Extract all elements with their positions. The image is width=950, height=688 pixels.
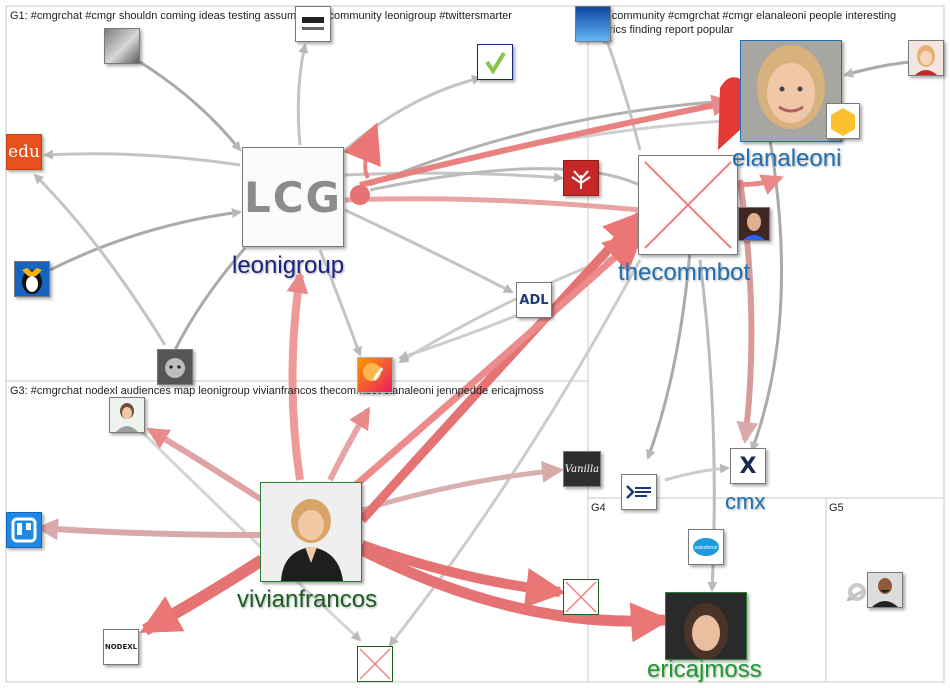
label-leonigroup: leonigroup xyxy=(232,252,345,279)
node-g3-woman[interactable] xyxy=(109,397,145,433)
loop-dot xyxy=(848,583,866,601)
node-vanilla[interactable]: Vanilla xyxy=(563,451,601,487)
broken-image-icon xyxy=(565,581,597,613)
node-adl[interactable]: ADL xyxy=(516,282,552,318)
node-nodexl[interactable]: NODEXL xyxy=(103,629,139,665)
cat-icon xyxy=(165,358,185,378)
vanilla-logo: Vanilla xyxy=(564,463,600,475)
group-label-g2: G2: community #cmgrchat #cmgr elanaleoni… xyxy=(591,10,897,36)
edu-logo: edu xyxy=(8,142,40,162)
avatar-g5-man-icon xyxy=(872,578,898,607)
conference-logo-icon xyxy=(626,485,651,499)
label-ericajmoss: ericajmoss xyxy=(647,656,762,683)
node-cat-avatar[interactable] xyxy=(157,349,193,385)
node-penguin[interactable] xyxy=(14,261,50,297)
group-label-g3: G3: #cmgrchat nodexl audiences map leoni… xyxy=(10,385,544,397)
group-label-g1: G1: #cmgrchat #cmgr shouldn coming ideas… xyxy=(10,10,512,22)
check-logo-icon xyxy=(485,51,506,75)
penguin-icon xyxy=(22,268,42,294)
self-loop-marker xyxy=(718,77,745,150)
broken-image-icon xyxy=(359,648,391,680)
node-broken-image-2[interactable] xyxy=(563,579,599,615)
avatar-person-icon xyxy=(743,213,765,240)
node-blue-gradient[interactable] xyxy=(575,6,611,42)
broken-image-icon xyxy=(644,161,732,249)
label-cmx: cmx xyxy=(725,489,766,514)
salesforce-cloud-icon: salesforce xyxy=(693,538,719,556)
avatar-ericajmoss xyxy=(666,593,746,659)
label-thecommbot: thecommbot xyxy=(618,259,751,286)
institute-logo xyxy=(302,17,324,30)
tree-icon xyxy=(571,170,591,189)
node-tree-logo[interactable] xyxy=(563,160,599,196)
node-elanaleoni[interactable] xyxy=(740,40,842,142)
avatar-elanaleoni xyxy=(741,41,841,141)
trello-icon xyxy=(11,517,37,543)
node-g5-man[interactable] xyxy=(867,572,903,608)
salesforce-text: salesforce xyxy=(695,545,718,551)
node-person-photo[interactable] xyxy=(738,207,770,241)
adl-logo: ADL xyxy=(519,292,549,308)
node-policy-institute[interactable] xyxy=(295,6,331,42)
avatar-g3-woman-icon xyxy=(116,403,138,432)
group-box-g5 xyxy=(825,497,945,683)
node-check-logo[interactable] xyxy=(477,44,513,80)
node-leonigroup[interactable]: LCG xyxy=(242,147,344,247)
node-vivianfrancos[interactable] xyxy=(260,482,362,582)
avatar-vivianfrancos xyxy=(261,483,361,581)
node-salesforce[interactable]: salesforce xyxy=(688,529,724,565)
node-desk-photo[interactable] xyxy=(104,28,140,64)
node-edu[interactable]: edu xyxy=(6,134,42,170)
node-broken-image-1[interactable] xyxy=(357,646,393,682)
nodexl-logo: NODEXL xyxy=(104,643,138,651)
group-label-g5: G5 xyxy=(829,502,844,514)
node-cmx[interactable]: X xyxy=(730,448,766,484)
node-conference-logo[interactable] xyxy=(621,474,657,510)
node-thecommbot[interactable] xyxy=(638,155,738,255)
node-yellow-badge[interactable] xyxy=(826,103,860,139)
group-label-g4: G4 xyxy=(591,502,606,514)
label-vivianfrancos: vivianfrancos xyxy=(237,586,378,613)
badge-icon xyxy=(831,108,855,136)
brand-icon xyxy=(363,363,384,381)
node-trello[interactable] xyxy=(6,512,42,548)
node-ericajmoss[interactable] xyxy=(665,592,747,660)
avatar-woman-icon xyxy=(915,45,937,75)
node-orange-logo[interactable] xyxy=(357,357,393,393)
node-woman-avatar[interactable] xyxy=(908,40,944,76)
self-loop-dot xyxy=(350,185,370,205)
cmx-logo-icon: X xyxy=(739,453,757,479)
lcg-logo: LCG xyxy=(243,172,343,222)
label-elanaleoni: elanaleoni xyxy=(732,145,842,172)
